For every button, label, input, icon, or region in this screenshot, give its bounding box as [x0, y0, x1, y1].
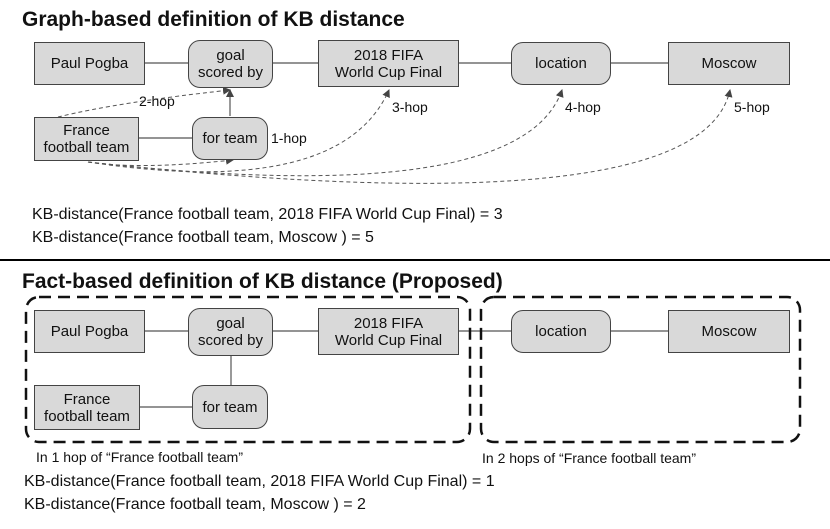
graph-formula-1: KB-distance(France football team, 2018 F… — [32, 206, 503, 223]
node-paul-pogba: Paul Pogba — [34, 42, 145, 85]
node-france-football-team-b: France football team — [34, 385, 140, 430]
hop-arrow-5 — [87, 89, 733, 184]
hop-label-5: 5-hop — [734, 99, 770, 115]
caption-2-hops: In 2 hops of “France football team” — [482, 450, 696, 466]
node-moscow: Moscow — [668, 42, 790, 85]
hop-arrow-3 — [87, 89, 390, 173]
hop-label-3: 3-hop — [392, 99, 428, 115]
fact-formula-2: KB-distance(France football team, Moscow… — [24, 496, 366, 513]
hop-label-1: 1-hop — [271, 130, 307, 146]
graph-section-title: Graph-based definition of KB distance — [22, 8, 405, 31]
node-for-team-b: for team — [192, 385, 268, 429]
group-box-2-hop — [479, 295, 802, 444]
hop-label-2: 2-hop — [139, 93, 175, 109]
node-location: location — [511, 42, 611, 85]
node-for-team: for team — [192, 117, 268, 160]
fact-formula-1: KB-distance(France football team, 2018 F… — [24, 473, 495, 490]
fact-section-title: Fact-based definition of KB distance (Pr… — [22, 270, 503, 293]
node-france-football-team: France football team — [34, 117, 139, 161]
node-goal-scored-by-b: goal scored by — [188, 308, 273, 356]
hop-arrow-4 — [87, 89, 564, 177]
node-2018-fifa-world-cup-final-b: 2018 FIFA World Cup Final — [318, 308, 459, 355]
node-2018-fifa-world-cup-final: 2018 FIFA World Cup Final — [318, 40, 459, 87]
graph-formula-2: KB-distance(France football team, Moscow… — [32, 229, 374, 246]
hop-label-4: 4-hop — [565, 99, 601, 115]
node-paul-pogba-b: Paul Pogba — [34, 310, 145, 353]
node-location-b: location — [511, 310, 611, 353]
hop-arrow-2 — [57, 86, 231, 118]
group-box-1-hop — [24, 295, 472, 444]
node-goal-scored-by: goal scored by — [188, 40, 273, 88]
caption-1-hop: In 1 hop of “France football team” — [36, 449, 243, 465]
node-moscow-b: Moscow — [668, 310, 790, 353]
